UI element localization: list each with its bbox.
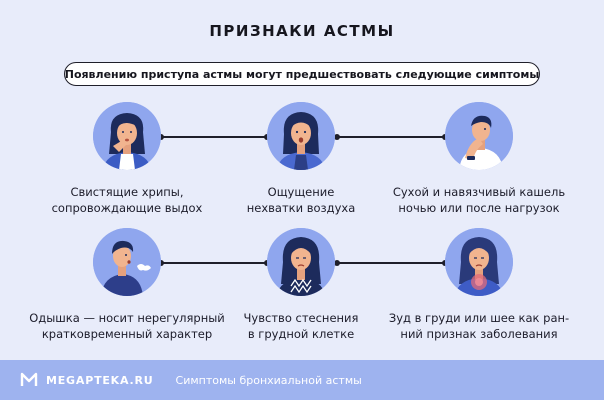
- footer-caption: Симптомы бронхиальной астмы: [175, 373, 362, 387]
- brand-name: MEGAPTEKA.RU: [46, 373, 154, 387]
- page-title: ПРИЗНАКИ АСТМЫ: [209, 22, 395, 40]
- wheezing-woman-icon: [93, 102, 161, 170]
- caption-line: нехватки воздуха: [246, 201, 356, 215]
- caption-line: Одышка — носит нерегулярный: [29, 311, 225, 325]
- caption-line: Ощущение: [267, 185, 335, 199]
- megapteka-logo-icon: [20, 372, 38, 386]
- subtitle-banner: Появлению приступа астмы могут предшеств…: [64, 62, 540, 86]
- breathless-woman-icon: [267, 102, 335, 170]
- caption-line: сопровождающие выдох: [51, 201, 203, 215]
- chest-tightness-woman-icon: [267, 228, 335, 296]
- itching-woman-icon: [445, 228, 513, 296]
- symptom-caption-cough: Сухой и навязчивый кашель ночью или посл…: [379, 184, 579, 216]
- symptom-caption-chest-tightness: Чувство стеснения в грудной клетке: [201, 310, 401, 342]
- brand-logo[interactable]: MEGAPTEKA.RU: [20, 371, 154, 389]
- connector-line: [334, 260, 448, 265]
- caption-line: Зуд в груди или шее как ран-: [388, 311, 570, 325]
- caption-line: Сухой и навязчивый кашель: [392, 185, 566, 199]
- coughing-man-icon: [445, 102, 513, 170]
- connector-line: [158, 134, 270, 139]
- symptom-caption-wheezing: Свистящие хрипы, сопровождающие выдох: [27, 184, 227, 216]
- caption-line: ночью или после нагрузок: [398, 201, 560, 215]
- symptom-caption-breathless: Ощущение нехватки воздуха: [201, 184, 401, 216]
- caption-line: в грудной клетке: [247, 327, 355, 341]
- short-breath-man-icon: [93, 228, 161, 296]
- footer-bar: MEGAPTEKA.RU Симптомы бронхиальной астмы: [0, 360, 604, 400]
- connector-line: [158, 260, 270, 265]
- subtitle-text: Появлению приступа астмы могут предшеств…: [64, 67, 540, 81]
- caption-line: Чувство стеснения: [243, 311, 359, 325]
- symptom-caption-short-breath: Одышка — носит нерегулярный кратковремен…: [27, 310, 227, 342]
- connector-line: [334, 134, 448, 139]
- symptom-caption-itching: Зуд в груди или шее как ран- ний признак…: [379, 310, 579, 342]
- caption-line: Свистящие хрипы,: [70, 185, 184, 199]
- caption-line: ний признак заболевания: [400, 327, 558, 341]
- caption-line: кратковременный характер: [41, 327, 213, 341]
